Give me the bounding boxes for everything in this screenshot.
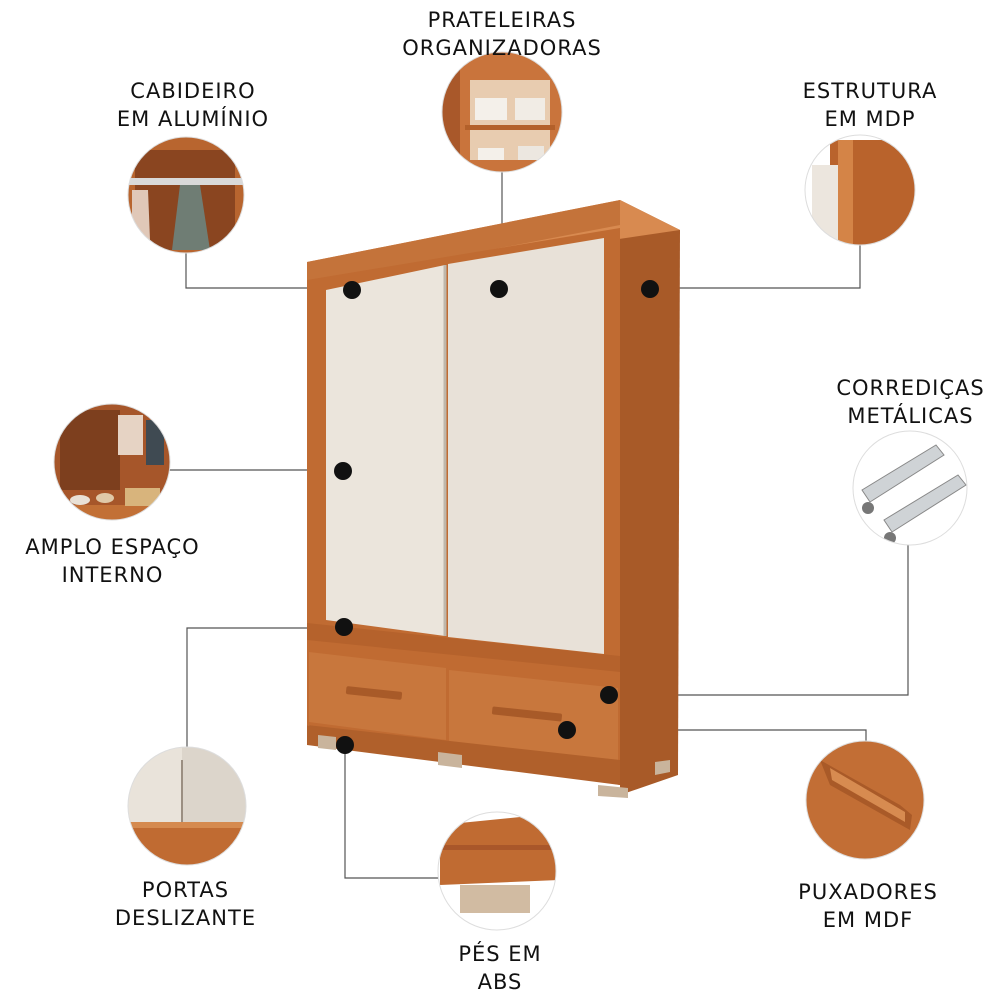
detail-amplo: [54, 404, 170, 520]
label-prateleiras: PRATELEIRAS ORGANIZADORAS: [402, 6, 602, 62]
label-amplo: AMPLO ESPAÇO INTERNO: [15, 533, 210, 589]
label-line: ABS: [477, 970, 523, 994]
label-line: ORGANIZADORAS: [402, 36, 602, 60]
detail-pes: [438, 812, 556, 930]
detail-prateleiras: [442, 52, 562, 172]
leader-line-portas: [186, 627, 343, 747]
label-estrutura: ESTRUTURA EM MDP: [795, 77, 945, 133]
label-line: PRATELEIRAS: [427, 8, 577, 32]
label-pes: PÉS EM ABS: [440, 940, 560, 996]
leader-line-estrutura: [650, 245, 861, 289]
label-corredicas: CORREDIÇAS METÁLICAS: [828, 374, 993, 430]
markers: [334, 280, 659, 754]
wardrobe-foot: [655, 760, 670, 775]
marker-estrutura: [641, 280, 659, 298]
detail-corredicas: [853, 431, 967, 545]
label-line: EM MDF: [822, 908, 914, 932]
label-line: DESLIZANTE: [114, 906, 257, 930]
label-line: METÁLICAS: [847, 404, 974, 428]
marker-pes: [336, 736, 354, 754]
wardrobe-side-panel: [620, 200, 680, 795]
detail-portas: [128, 747, 246, 865]
leader-line-pes: [344, 745, 438, 879]
label-line: CORREDIÇAS: [836, 376, 985, 400]
label-line: INTERNO: [61, 563, 164, 587]
marker-amplo: [334, 462, 352, 480]
detail-estrutura: [805, 135, 915, 245]
label-line: PORTAS: [141, 878, 230, 902]
wardrobe: [307, 200, 680, 798]
label-line: PUXADORES: [798, 880, 938, 904]
label-line: PÉS EM: [458, 942, 542, 966]
label-line: ESTRUTURA: [802, 79, 938, 103]
leader-lines: [168, 172, 909, 879]
wardrobe-left-door: [326, 265, 445, 636]
marker-cabideiro: [343, 281, 361, 299]
leader-line-corredicas: [609, 545, 909, 696]
label-portas: PORTAS DESLIZANTE: [108, 876, 263, 932]
label-cabideiro: CABIDEIRO EM ALUMÍNIO: [108, 77, 278, 133]
wardrobe-foot: [598, 785, 628, 798]
label-line: EM MDP: [824, 107, 916, 131]
label-line: AMPLO ESPAÇO: [25, 535, 200, 559]
leader-line-cabideiro: [185, 253, 352, 289]
marker-prateleiras: [490, 280, 508, 298]
marker-corredicas: [600, 686, 618, 704]
wardrobe-right-door: [448, 238, 604, 654]
label-line: CABIDEIRO: [130, 79, 256, 103]
wardrobe-foot: [438, 752, 462, 768]
detail-puxadores: [806, 741, 924, 859]
detail-cabideiro: [128, 137, 244, 253]
label-line: EM ALUMÍNIO: [116, 107, 270, 131]
marker-portas: [335, 618, 353, 636]
label-puxadores: PUXADORES EM MDF: [788, 878, 948, 934]
wardrobe-foot: [318, 735, 336, 750]
marker-puxadores: [558, 721, 576, 739]
